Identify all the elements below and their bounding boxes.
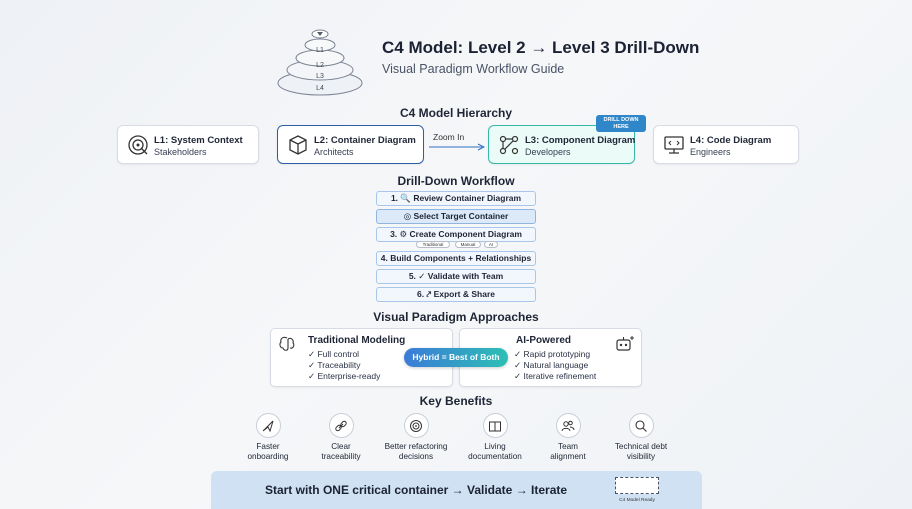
benefit-line: Living [484, 442, 506, 451]
workflow-step-3: 3. ⚙ Create Component Diagram [376, 227, 536, 242]
stack-label-l3: L3 [316, 73, 324, 80]
badge-line: HERE [613, 124, 629, 130]
team-icon [561, 420, 575, 431]
level-subtitle: Architects [314, 147, 354, 157]
benefit-line: traceability [321, 452, 361, 461]
stack-label-l4: L4 [316, 85, 324, 92]
benefit-line: Faster [256, 442, 280, 451]
workflow-step-2: ◎ Select Target Container [376, 209, 536, 224]
benefit-line: decisions [398, 452, 434, 461]
search-icon [635, 419, 647, 432]
workflow-step-6: 6. ⤤ Export & Share [376, 287, 536, 302]
benefit-line: Team [557, 442, 579, 451]
benefit-item: Clear traceability [296, 413, 386, 462]
link-icon [335, 420, 347, 431]
level-subtitle: Stakeholders [154, 147, 207, 157]
send-icon [262, 420, 274, 432]
approach-tag: Traditional [416, 241, 450, 248]
approach-item: ✓ Full control [308, 349, 360, 359]
drill-down-badge: DRILL DOWN HERE [596, 115, 646, 132]
benefit-line: documentation [468, 452, 522, 461]
workflow-title: Drill-Down Workflow [397, 174, 515, 188]
approach-title: Traditional Modeling [308, 335, 406, 346]
c4-ready-label: C4 Model Ready [619, 498, 655, 503]
hybrid-pill: Hybrid = Best of Both [404, 348, 508, 367]
level-subtitle: Developers [525, 147, 571, 157]
benefit-line: Clear [331, 442, 351, 451]
c4-pyramid-logo: L1 L2 L3 L4 [277, 29, 363, 96]
approach-title: AI-Powered [516, 335, 572, 346]
approach-tag: AI [484, 241, 498, 248]
approach-item: ✓ Iterative refinement [514, 371, 597, 381]
benefit-item: Faster onboarding [223, 413, 313, 462]
target-icon [128, 135, 148, 155]
brain-icon [279, 336, 295, 351]
stack-label-l1: L1 [316, 47, 324, 54]
page-title: C4 Model: Level 2 → Level 3 Drill-Down [382, 38, 700, 57]
target-icon [410, 419, 422, 432]
monitor-code-icon [664, 136, 684, 154]
benefit-line: Technical debt [614, 442, 668, 451]
benefit-line: alignment [550, 452, 586, 461]
level-title: L4: Code Diagram [690, 135, 772, 146]
cube-icon [289, 135, 307, 155]
arrow-right-icon [429, 143, 486, 151]
benefit-line: Better refactoring [384, 442, 448, 451]
stack-label-l2: L2 [316, 62, 324, 69]
level-card-l4: L4: Code Diagram Engineers [653, 125, 799, 164]
benefit-item: Technical debt visibility [596, 413, 686, 462]
component-network-icon [499, 135, 519, 155]
benefit-item: Living documentation [450, 413, 540, 462]
level-card-l2: L2: Container Diagram Architects [277, 125, 424, 164]
level-title: L1: System Context [154, 135, 243, 146]
approach-tag: Manual [455, 241, 481, 248]
level-title: L2: Container Diagram [314, 135, 416, 146]
robot-icon [616, 336, 634, 351]
benefit-line: visibility [626, 452, 656, 461]
workflow-step-4: 4. Build Components + Relationships [376, 251, 536, 266]
approach-item: ✓ Rapid prototyping [514, 349, 591, 359]
workflow-step-5: 5. ✓ Validate with Team [376, 269, 536, 284]
footer-text: Start with ONE critical container → Vali… [264, 483, 568, 497]
approach-item: ✓ Enterprise-ready [308, 371, 381, 381]
level-card-l1: L1: System Context Stakeholders [117, 125, 259, 164]
level-title: L3: Component Diagram [525, 135, 636, 146]
hierarchy-title: C4 Model Hierarchy [399, 106, 513, 120]
footer-banner: Start with ONE critical container → Vali… [211, 471, 702, 509]
page-subtitle: Visual Paradigm Workflow Guide [382, 62, 565, 76]
book-icon [489, 421, 501, 431]
approaches-title: Visual Paradigm Approaches [373, 310, 539, 324]
level-subtitle: Engineers [690, 147, 731, 157]
benefit-line: onboarding [247, 452, 289, 461]
benefit-item: Better refactoring decisions [371, 413, 461, 462]
c4-ready-box [615, 477, 659, 494]
level-card-l3: L3: Component Diagram Developers [488, 125, 635, 164]
benefits-title: Key Benefits [419, 394, 493, 408]
badge-line: DRILL DOWN [603, 117, 639, 123]
workflow-step-1: 1. 🔍 Review Container Diagram [376, 191, 536, 206]
benefit-item: Team alignment [523, 413, 613, 462]
approach-item: ✓ Traceability [308, 360, 361, 370]
approach-item: ✓ Natural language [514, 360, 589, 370]
zoom-in-label: Zoom In [433, 132, 465, 142]
